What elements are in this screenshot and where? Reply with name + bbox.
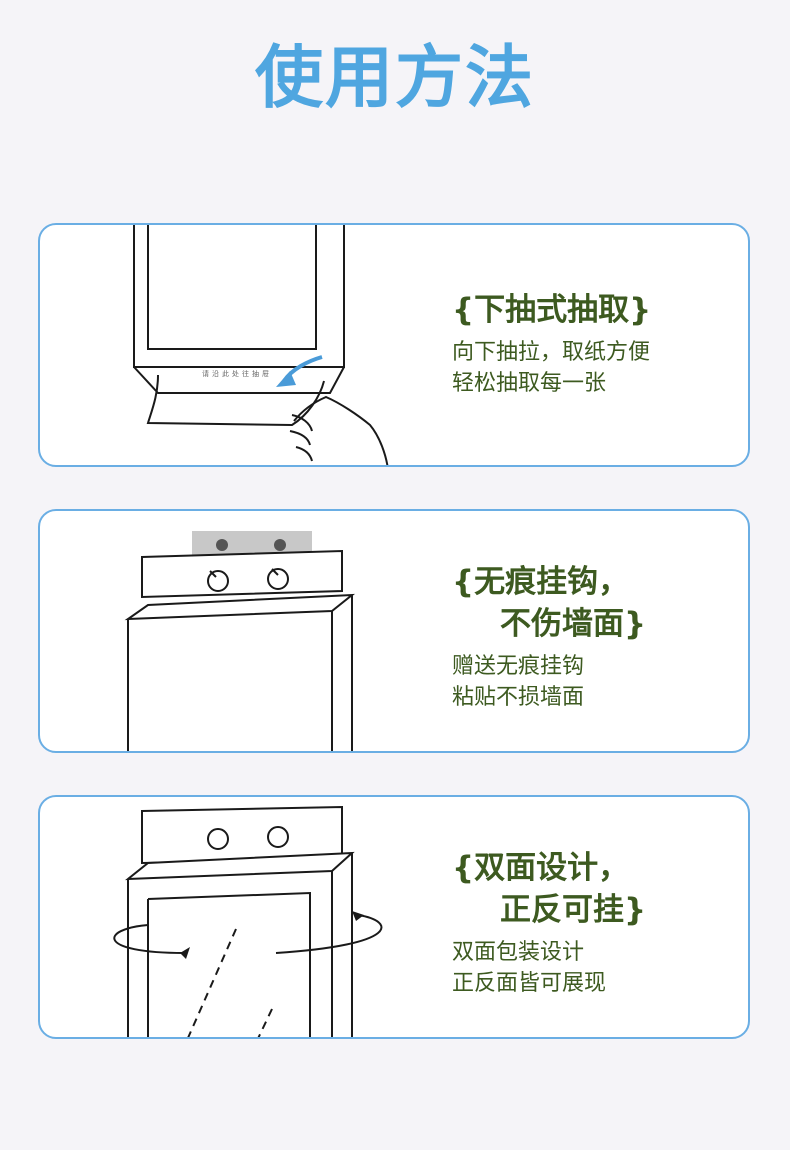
card-description: 向下抽拉，取纸方便 轻松抽取每一张: [452, 340, 651, 396]
hook-icon: [274, 539, 286, 551]
rotate-arrow-icon: [180, 947, 190, 959]
rotate-arrow-icon: [352, 911, 364, 921]
card-title: {下抽式抽取}: [452, 292, 652, 328]
usage-card-pull-down: 请沿此处往抽屉 {下抽式抽取} 向下抽拉，取纸方便 轻松抽取每一张: [38, 223, 750, 467]
usage-card-hooks: {无痕挂钩， 不伤墙面} 赠送无痕挂钩 粘贴不损墙面: [38, 509, 750, 753]
card-description: 赠送无痕挂钩 粘贴不损墙面: [452, 654, 585, 710]
hook-icon: [216, 539, 228, 551]
double-sided-illustration: [113, 805, 383, 1037]
page-title: 使用方法: [254, 39, 535, 118]
card-text: {下抽式抽取} 向下抽拉，取纸方便 轻松抽取每一张: [452, 289, 651, 399]
hook-illustration: [124, 531, 356, 751]
card-title: {无痕挂钩， 不伤墙面}: [452, 564, 647, 642]
pull-down-illustration: 请沿此处往抽屉: [133, 225, 389, 465]
card-text: {无痕挂钩， 不伤墙面} 赠送无痕挂钩 粘贴不损墙面: [452, 561, 646, 713]
card-title: {双面设计， 正反可挂}: [452, 850, 647, 928]
card-text: {双面设计， 正反可挂} 双面包装设计 正反面皆可展现: [452, 847, 646, 999]
slot-print-text: 请沿此处往抽屉: [202, 369, 272, 378]
usage-card-double-sided: {双面设计， 正反可挂} 双面包装设计 正反面皆可展现: [38, 795, 750, 1039]
card-description: 双面包装设计 正反面皆可展现: [452, 940, 607, 996]
